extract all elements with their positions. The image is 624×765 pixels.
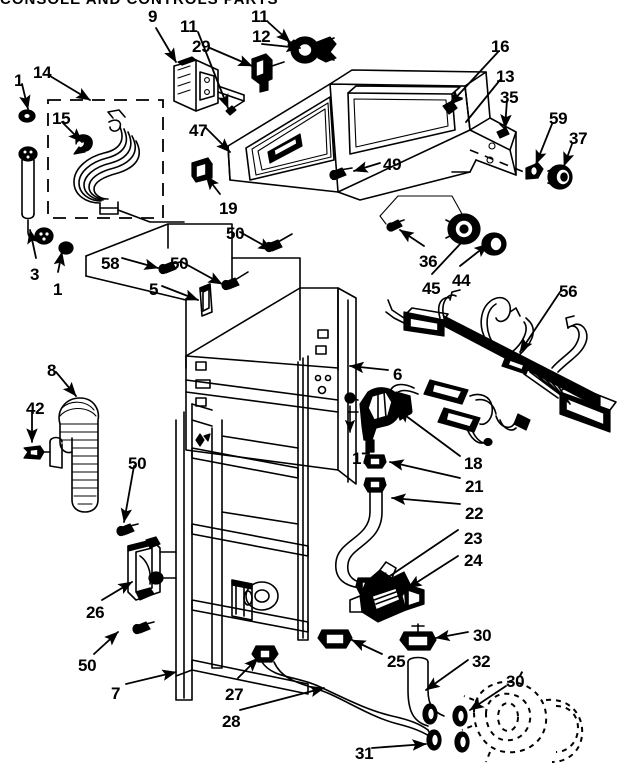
bushing-37: [547, 164, 573, 190]
console-assembly: [227, 69, 517, 201]
callout-28: 28: [222, 712, 241, 731]
screw-35: [496, 123, 510, 139]
alignment-line-console: [469, 149, 525, 173]
callout-36: 36: [419, 252, 438, 271]
callout-7: 7: [111, 684, 121, 703]
air-dome-bracket-24: [349, 561, 425, 623]
screw-50-bracket-lower: [132, 621, 155, 635]
callout-5: 5: [149, 280, 159, 299]
pump-phantom-outline: [461, 667, 584, 763]
screw-49: [329, 167, 353, 181]
callout-47: 47: [189, 121, 208, 140]
callout-29: 29: [192, 37, 211, 56]
screw-50-top-a: [221, 271, 249, 291]
callout-50b: 50: [170, 254, 189, 273]
callout-11a: 11: [180, 17, 198, 36]
callout-32: 32: [472, 652, 491, 671]
clipped-header-strip: CONSOLE AND CONTROLS PARTS: [0, 0, 624, 8]
leader-lines: [19, 21, 575, 751]
callout-6: 6: [393, 365, 403, 384]
callout-1b: 1: [53, 280, 63, 299]
knob-12: [290, 36, 337, 64]
callout-16: 16: [491, 37, 510, 56]
wire-harness-56: [375, 289, 617, 447]
knob-cap-44: [481, 232, 507, 256]
clamp-25: [317, 629, 353, 649]
callout-50c: 50: [128, 454, 147, 473]
callout-50a: 50: [226, 224, 245, 243]
clamp-30-upper: [399, 623, 437, 651]
callout-9: 9: [148, 7, 158, 26]
callout-22: 22: [465, 504, 484, 523]
callout-27: 27: [225, 685, 244, 704]
screw-36: [386, 219, 405, 232]
hose-clip-42: [23, 445, 51, 460]
callout-23: 23: [464, 529, 483, 548]
strain-relief-bottom: [58, 241, 74, 255]
callout-44: 44: [452, 271, 471, 290]
strain-relief-top: [18, 109, 36, 123]
callout-56: 56: [559, 282, 578, 301]
callout-42: 42: [26, 399, 45, 418]
clamp-17: [363, 454, 387, 469]
callout-26: 26: [86, 603, 105, 622]
callout-3: 3: [30, 265, 40, 284]
screw-11-left: [225, 100, 245, 116]
cabinet-rear-panel: [175, 287, 357, 701]
clamp-30-lower-b: [452, 705, 468, 727]
callout-8: 8: [47, 361, 57, 380]
callout-59: 59: [549, 109, 568, 128]
pump-outlet-hose-28: [261, 661, 433, 739]
switch-29: [251, 53, 285, 93]
callout-31: 31: [355, 744, 374, 763]
clamp-31-a: [426, 729, 442, 751]
knob-45: [445, 213, 481, 245]
grommet-59: [525, 162, 544, 180]
knob-leader-frame: [379, 195, 463, 217]
timer-assembly: [173, 56, 245, 112]
callout-49: 49: [383, 155, 402, 174]
hinge-bracket-19: [190, 155, 206, 183]
power-cord-kit-boundary: [47, 99, 164, 219]
callout-13: 13: [496, 67, 515, 86]
callout-37: 37: [569, 129, 588, 148]
callout-50d: 50: [78, 656, 97, 675]
callout-30b: 30: [506, 672, 525, 691]
clamp-31-b: [454, 731, 470, 753]
callout-17: 17: [352, 449, 371, 468]
clamp-30-lower-a: [422, 703, 438, 725]
callout-11b: 11: [251, 7, 269, 26]
callout-21: 21: [465, 477, 484, 496]
callout-58: 58: [101, 254, 120, 273]
callout-18: 18: [464, 454, 483, 473]
callout-15: 15: [52, 109, 71, 128]
screw-50-bracket-upper: [116, 523, 139, 537]
callout-14: 14: [33, 63, 52, 82]
callout-25: 25: [387, 652, 406, 671]
clamp-21: [363, 477, 387, 493]
screw-58: [158, 261, 181, 275]
callout-1a: 1: [14, 71, 24, 90]
callout-19: 19: [219, 199, 238, 218]
clipped-header-text: CONSOLE AND CONTROLS PARTS: [0, 0, 279, 8]
lid-switch-bracket-26: [127, 536, 177, 601]
callout-30a: 30: [473, 626, 492, 645]
callout-12: 12: [252, 27, 271, 46]
drain-hose-8: [49, 397, 100, 513]
power-cord: [73, 109, 185, 223]
water-inlet-valve-18: [344, 387, 413, 453]
callout-45: 45: [422, 279, 441, 298]
callout-35: 35: [500, 88, 519, 107]
knob-leader-frame-2: [379, 215, 387, 225]
clip-5: [199, 283, 213, 317]
callout-24: 24: [464, 551, 483, 570]
